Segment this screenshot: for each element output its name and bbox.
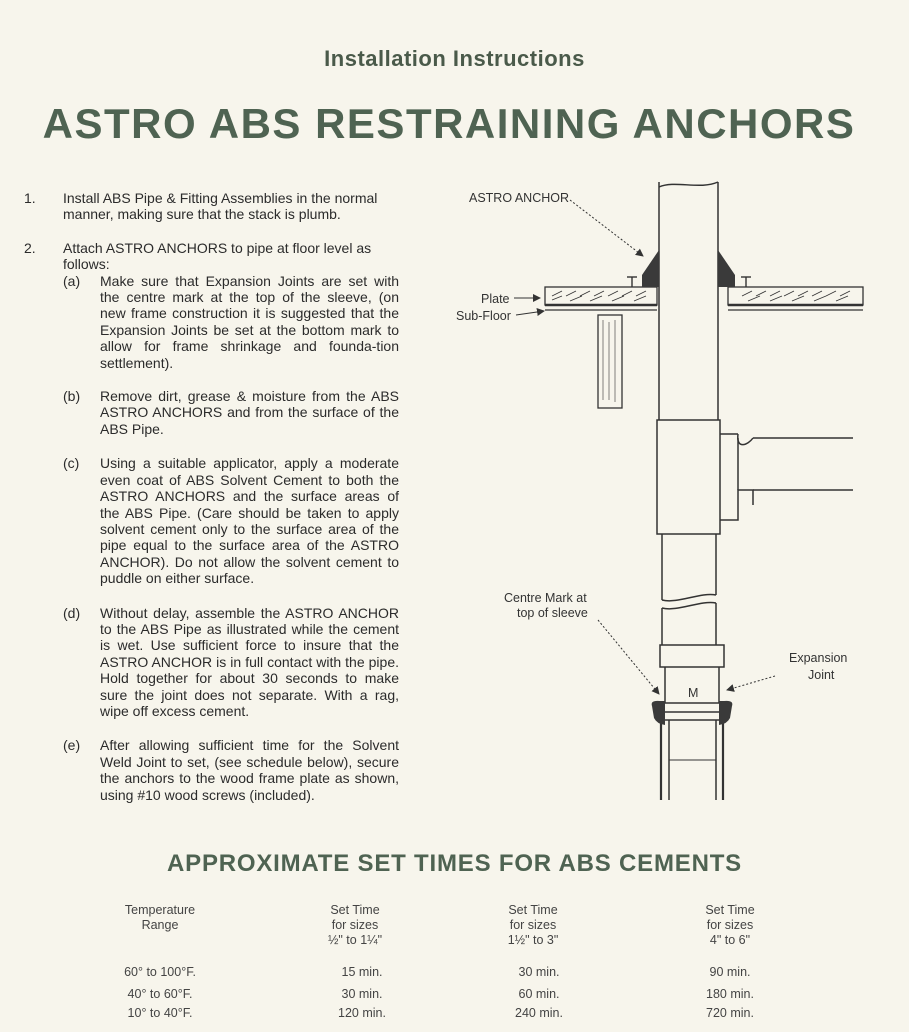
header-line: Set Time bbox=[705, 903, 755, 917]
table-cell: 40° to 60°F. bbox=[127, 987, 193, 1001]
step-2: 2. Attach ASTRO ANCHORS to pipe at floor… bbox=[24, 240, 399, 803]
table-cell: 120 min. bbox=[338, 1006, 386, 1020]
document-subtitle: Installation Instructions bbox=[324, 46, 585, 71]
step-1: 1. Install ABS Pipe & Fitting Assemblies… bbox=[24, 190, 399, 223]
anchor-installation-diagram: M ASTRO ANCHOR Plate Sub-Floor Centre Ma… bbox=[456, 181, 864, 800]
header-line: 4" to 6" bbox=[709, 933, 751, 947]
upper-pipe bbox=[658, 181, 719, 420]
set-times-table-title: APPROXIMATE SET TIMES FOR ABS CEMENTS bbox=[167, 850, 742, 877]
table-cell: 90 min. bbox=[709, 965, 751, 979]
header-line: ½" to 1¼" bbox=[327, 933, 383, 947]
step-text: Install ABS Pipe & Fitting Assemblies in… bbox=[63, 190, 378, 223]
header-line: Temperature bbox=[124, 903, 196, 917]
substep-a: (a) Make sure that Expansion Joints are … bbox=[63, 273, 399, 371]
table-cell: 60° to 100°F. bbox=[124, 965, 196, 979]
table-cell: 720 min. bbox=[706, 1006, 754, 1020]
column-header-medium-sizes: Set Time for sizes 1½" to 3" bbox=[473, 903, 593, 948]
substep-letter: (c) bbox=[63, 455, 80, 472]
header-line: 1½" to 3" bbox=[507, 933, 559, 947]
floor-joist bbox=[597, 314, 623, 409]
substep-letter: (d) bbox=[63, 604, 81, 621]
step-number: 2. bbox=[24, 239, 36, 256]
column-header-temperature: Temperature Range bbox=[100, 903, 220, 933]
middle-pipe bbox=[661, 534, 717, 645]
expansion-joint bbox=[659, 644, 725, 800]
header-line: Set Time bbox=[508, 903, 558, 917]
substep-b: (b) Remove dirt, grease & moisture from … bbox=[63, 388, 399, 437]
substep-letter: (e) bbox=[63, 737, 81, 754]
substep-text: Make sure that Expansion Joints are set … bbox=[100, 272, 399, 371]
header-line: Set Time bbox=[330, 903, 380, 917]
wood-screws bbox=[627, 276, 751, 287]
label-sub-floor: Sub-Floor bbox=[456, 309, 511, 323]
step-text: Attach ASTRO ANCHORS to pipe at floor le… bbox=[63, 239, 372, 273]
substep-text: Without delay, assemble the ASTRO ANCHOR… bbox=[100, 604, 399, 719]
label-expansion-line1: Expansion bbox=[789, 651, 847, 665]
substep-letter: (a) bbox=[63, 272, 81, 289]
label-centre-mark-line2: top of sleeve bbox=[517, 606, 588, 620]
table-cell: 10° to 40°F. bbox=[127, 1006, 193, 1020]
header-line: Range bbox=[141, 918, 179, 932]
label-astro-anchor: ASTRO ANCHOR bbox=[469, 191, 569, 205]
label-centre-mark-line1: Centre Mark at bbox=[504, 591, 587, 605]
expansion-hub-left bbox=[651, 700, 665, 725]
substep-letter: (b) bbox=[63, 388, 81, 405]
substep-text: Remove dirt, grease & moisture from the … bbox=[100, 388, 399, 437]
substep-c: (c) Using a suitable applicator, apply a… bbox=[63, 455, 399, 586]
document-title: ASTRO ABS RESTRAINING ANCHORS bbox=[42, 100, 856, 147]
table-cell: 60 min. bbox=[518, 987, 560, 1001]
table-cell: 240 min. bbox=[515, 1006, 563, 1020]
table-cell: 30 min. bbox=[341, 987, 383, 1001]
table-cell: 30 min. bbox=[518, 965, 560, 979]
floor-plate bbox=[544, 286, 864, 311]
label-plate: Plate bbox=[481, 292, 510, 306]
table-cell: 15 min. bbox=[341, 965, 383, 979]
header-line: for sizes bbox=[509, 918, 557, 932]
instruction-steps: 1. Install ABS Pipe & Fitting Assemblies… bbox=[24, 190, 399, 803]
table-cell: 180 min. bbox=[706, 987, 754, 1001]
astro-anchor-left bbox=[642, 250, 659, 287]
substep-e: (e) After allowing sufficient time for t… bbox=[63, 737, 399, 803]
substep-text: After allowing sufficient time for the S… bbox=[100, 737, 399, 803]
column-header-large-sizes: Set Time for sizes 4" to 6" bbox=[670, 903, 790, 948]
expansion-hub-right bbox=[719, 700, 733, 725]
leader-lines bbox=[514, 199, 776, 695]
substep-d: (d) Without delay, assemble the ASTRO AN… bbox=[63, 605, 399, 720]
column-header-small-sizes: Set Time for sizes ½" to 1¼" bbox=[295, 903, 415, 948]
centre-mark-symbol: M bbox=[688, 686, 698, 700]
substep-text: Using a suitable applicator, apply a mod… bbox=[100, 455, 399, 587]
label-expansion-line2: Joint bbox=[808, 668, 835, 682]
tee-fitting bbox=[656, 419, 853, 535]
astro-anchor-right bbox=[718, 250, 735, 287]
step-number: 1. bbox=[24, 190, 36, 206]
header-line: for sizes bbox=[331, 918, 379, 932]
header-line: for sizes bbox=[706, 918, 754, 932]
